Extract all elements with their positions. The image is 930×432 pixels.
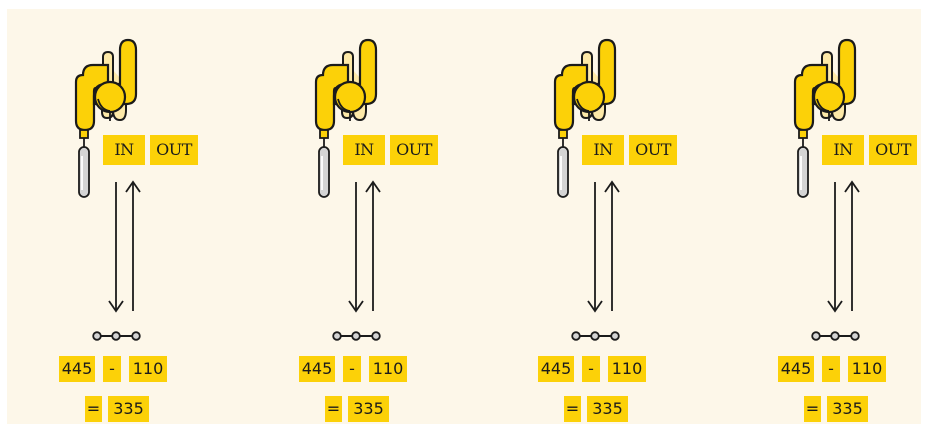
equals-sign: = [804, 396, 821, 422]
in-label: IN [582, 135, 624, 165]
machine-unit: IN OUT 445 - 110 = 335 [298, 0, 536, 432]
minuend-value: 445 [778, 356, 814, 382]
robot-machine-icon [314, 38, 381, 341]
minus-operator: - [103, 356, 121, 382]
equals-sign: = [85, 396, 102, 422]
minus-operator: - [582, 356, 600, 382]
subtrahend-value: 110 [848, 356, 886, 382]
minus-operator: - [343, 356, 361, 382]
equals-sign: = [325, 396, 342, 422]
minuend-value: 445 [299, 356, 335, 382]
result-value: 335 [108, 396, 149, 422]
out-label: OUT [629, 135, 677, 165]
machine-unit: IN OUT 445 - 110 = 335 [58, 0, 296, 432]
result-value: 335 [587, 396, 628, 422]
subtrahend-value: 110 [608, 356, 646, 382]
machine-unit: IN OUT 445 - 110 = 335 [777, 0, 930, 432]
minuend-value: 445 [59, 356, 95, 382]
subtrahend-value: 110 [369, 356, 407, 382]
robot-machine-icon [553, 38, 620, 341]
robot-machine-icon [793, 38, 860, 341]
machine-unit: IN OUT 445 - 110 = 335 [537, 0, 775, 432]
minuend-value: 445 [538, 356, 574, 382]
equals-sign: = [564, 396, 581, 422]
in-label: IN [343, 135, 385, 165]
subtrahend-value: 110 [129, 356, 167, 382]
result-value: 335 [827, 396, 868, 422]
in-label: IN [822, 135, 864, 165]
out-label: OUT [390, 135, 438, 165]
out-label: OUT [150, 135, 198, 165]
robot-machine-icon [74, 38, 141, 341]
result-value: 335 [348, 396, 389, 422]
minus-operator: - [822, 356, 840, 382]
out-label: OUT [869, 135, 917, 165]
background-panel [7, 9, 921, 424]
in-label: IN [103, 135, 145, 165]
